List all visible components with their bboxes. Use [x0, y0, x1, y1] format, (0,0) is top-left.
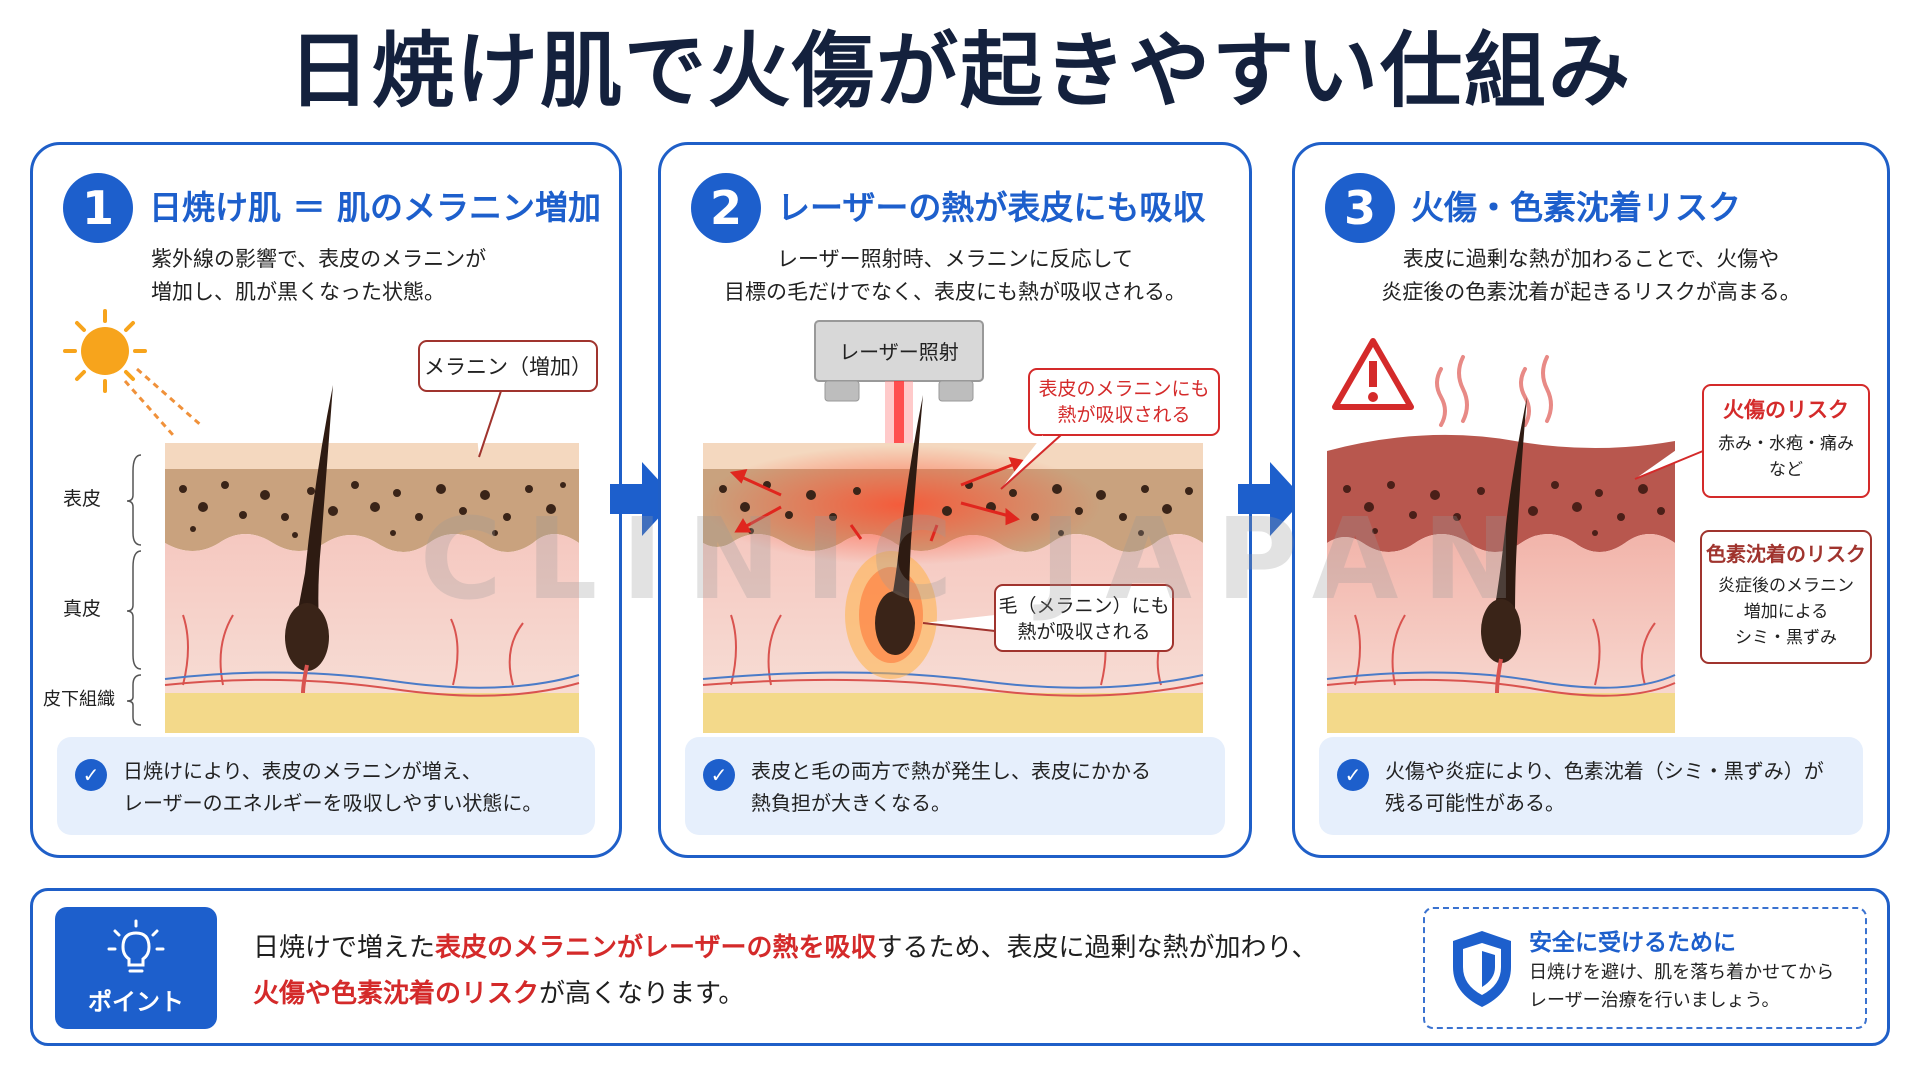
- step-number-2: 2: [691, 173, 761, 243]
- callout-hair-heat: 毛（メラニン）にも 熱が吸収される: [922, 584, 1174, 652]
- check-icon: ✓: [703, 759, 735, 791]
- step-footer-1: ✓ 日焼けにより、表皮のメラニンが増え、 レーザーのエネルギーを吸収しやすい状態…: [57, 737, 595, 835]
- laser-device-label: レーザー照射: [839, 340, 959, 364]
- svg-text:など: など: [1769, 460, 1803, 480]
- step-panel-3: 3 火傷・色素沈着リスク 表皮に過剰な熱が加わることで、火傷や 炎症後の色素沈着…: [1292, 142, 1890, 858]
- callout-epidermis-heat: 表皮のメラニンにも 熱が吸収される: [1000, 368, 1220, 490]
- callout-melanin: [418, 340, 598, 392]
- point-badge: ポイント: [55, 907, 217, 1029]
- step-panel-1: 1 日焼け肌 ＝ 肌のメラニン増加 紫外線の影響で、表皮のメラニンが 増加し、肌…: [30, 142, 622, 858]
- layer-label-dermis: 真皮: [63, 598, 101, 620]
- warning-icon: [1332, 338, 1414, 410]
- step-description-2: レーザー照射時、メラニンに反応して 目標の毛だけでなく、表皮にも熱が吸収される。: [724, 247, 1186, 304]
- skin-cross-section: [701, 443, 1204, 733]
- step-footer-3: ✓ 火傷や炎症により、色素沈着（シミ・黒ずみ）が 残る可能性がある。: [1319, 737, 1863, 835]
- step-title-1: 日焼け肌 ＝ 肌のメラニン増加: [149, 188, 601, 227]
- check-icon: ✓: [75, 759, 107, 791]
- safety-title: 安全に受けるために: [1529, 930, 1736, 956]
- arrow-right-icon: [610, 462, 676, 536]
- heat-arrows: [729, 456, 1024, 542]
- hair-follicle: [875, 395, 923, 655]
- svg-text:炎症後のメラニン: 炎症後のメラニン: [1718, 576, 1854, 596]
- sun-icon: [63, 309, 204, 436]
- svg-text:シミ・黒ずみ: シミ・黒ずみ: [1735, 628, 1837, 648]
- safety-text: 日焼けを避け、肌を落ち着かせてから レーザー治療を行いましょう。: [1529, 962, 1835, 1011]
- step-footer-2: ✓ 表皮と毛の両方で熱が発生し、表皮にかかる 熱負担が大きくなる。: [685, 737, 1225, 835]
- step-number-1: 1: [63, 173, 133, 243]
- step-title-2: レーザーの熱が表皮にも吸収: [777, 188, 1206, 227]
- step-description-3: 表皮に過剰な熱が加わることで、火傷や 炎症後の色素沈着が起きるリスクが高まる。: [1381, 247, 1801, 304]
- heat-waves-icon: [1435, 355, 1553, 427]
- check-icon: ✓: [1337, 759, 1369, 791]
- hair-follicle: [1481, 397, 1527, 694]
- point-text: 日焼けで増えた表皮のメラニンがレーザーの熱を吸収するため、表皮に過剰な熱が加わり…: [253, 933, 1318, 1009]
- svg-text:熱が吸収される: 熱が吸収される: [1057, 404, 1190, 426]
- svg-text:毛（メラニン）にも: 毛（メラニン）にも: [998, 595, 1169, 617]
- layer-label-epidermis: 表皮: [63, 488, 101, 510]
- callout-melanin-text: メラニン（増加）: [424, 355, 592, 379]
- arrow-right-icon: [1238, 462, 1304, 536]
- skin-illustration-sunburn: 表皮 真皮 皮下組織 メラニン（増加）: [43, 309, 598, 733]
- lightbulb-icon: [107, 919, 165, 973]
- svg-text:増加による: 増加による: [1744, 602, 1829, 622]
- skin-cross-section: [164, 443, 580, 733]
- svg-text:赤み・水疱・痛み: 赤み・水疱・痛み: [1718, 434, 1854, 454]
- safety-note: 安全に受けるために 日焼けを避け、肌を落ち着かせてから レーザー治療を行いましょ…: [1423, 907, 1867, 1029]
- skin-illustration-burn: 火傷のリスク 赤み・水疱・痛み など 色素沈着のリスク 炎症後のメラニン 増加に…: [1326, 338, 1872, 733]
- callout-burn-risk: 火傷のリスク 赤み・水疱・痛み など: [1634, 384, 1870, 498]
- step-number-3: 3: [1325, 173, 1395, 243]
- svg-text:火傷のリスク: 火傷のリスク: [1723, 398, 1849, 422]
- laser-device: レーザー照射: [814, 320, 984, 402]
- point-summary: ポイント 日焼けで増えた表皮のメラニンがレーザーの熱を吸収するため、表皮に過剰な…: [30, 888, 1890, 1046]
- svg-text:表皮のメラニンにも: 表皮のメラニンにも: [1038, 378, 1209, 400]
- page-title: 日焼け肌で火傷が起きやすい仕組み: [287, 24, 1632, 119]
- shield-icon: [1453, 931, 1511, 1007]
- step-title-3: 火傷・色素沈着リスク: [1411, 188, 1741, 227]
- svg-text:熱が吸収される: 熱が吸収される: [1017, 621, 1150, 643]
- callout-pigmentation-risk: 色素沈着のリスク 炎症後のメラニン 増加による シミ・黒ずみ: [1700, 530, 1872, 664]
- hair-follicle: [285, 385, 333, 694]
- step-description-1: 紫外線の影響で、表皮のメラニンが 増加し、肌が黒くなった状態。: [151, 247, 487, 304]
- point-label: ポイント: [88, 988, 184, 1016]
- layer-label-subcutis: 皮下組織: [43, 689, 115, 710]
- skin-illustration-laser: レーザー照射: [701, 320, 1220, 733]
- svg-text:色素沈着のリスク: 色素沈着のリスク: [1706, 542, 1866, 566]
- step-panel-2: 2 レーザーの熱が表皮にも吸収 レーザー照射時、メラニンに反応して 目標の毛だけ…: [658, 142, 1252, 858]
